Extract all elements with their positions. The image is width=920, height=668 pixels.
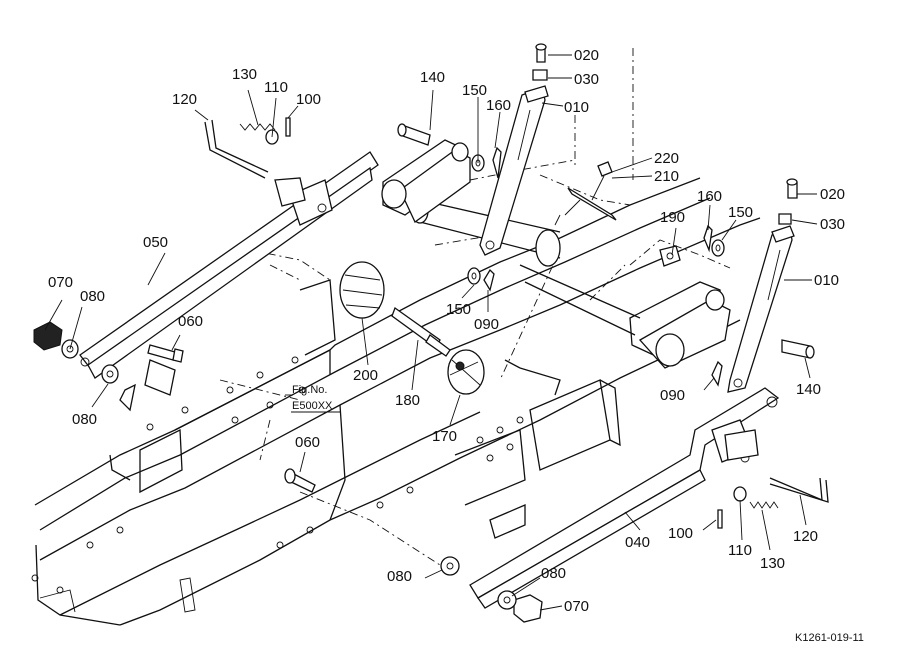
center-assembly: [339, 261, 485, 395]
left-lift-link: [79, 151, 379, 379]
lift-arm-left: [479, 85, 549, 256]
label-020-top: 020: [574, 47, 599, 64]
label-120-left: 120: [172, 91, 197, 108]
label-220: 220: [654, 150, 679, 167]
label-100-right: 100: [668, 525, 693, 542]
hardware: [33, 43, 829, 623]
label-020-right: 020: [820, 186, 845, 203]
label-130-left: 130: [232, 66, 257, 83]
label-050: 050: [143, 234, 168, 251]
lift-arm-right: [727, 225, 795, 393]
label-090-middle: 090: [474, 316, 499, 333]
label-010-right: 010: [814, 272, 839, 289]
label-040: 040: [625, 534, 650, 551]
label-080-left-lower: 080: [72, 411, 97, 428]
label-080-bottom-left: 080: [387, 568, 412, 585]
label-160-right: 160: [697, 188, 722, 205]
label-150-right: 150: [728, 204, 753, 221]
label-090-right: 090: [660, 387, 685, 404]
label-100-left: 100: [296, 91, 321, 108]
label-110-left: 110: [264, 79, 288, 96]
label-150-top: 150: [462, 82, 487, 99]
drawing-code: K1261-019-11: [795, 632, 864, 644]
label-140-right: 140: [796, 381, 821, 398]
label-190: 190: [660, 209, 685, 226]
label-120-right: 120: [793, 528, 818, 545]
leader-lines: [44, 54, 818, 611]
main-frame: [31, 177, 761, 626]
label-010-left: 010: [564, 99, 589, 116]
label-030-right: 030: [820, 216, 845, 233]
label-200: 200: [353, 367, 378, 384]
label-150-middle: 150: [446, 301, 471, 318]
label-140-top: 140: [420, 69, 445, 86]
reference-lines: [219, 48, 731, 566]
label-160-top: 160: [486, 97, 511, 114]
right-lift-link: [469, 387, 780, 609]
label-060-bottom: 060: [295, 434, 320, 451]
figure-ref-line1: Fig.No.: [292, 384, 327, 396]
cross-shaft-assembly: [381, 139, 731, 369]
label-170: 170: [432, 428, 457, 445]
label-110-right: 110: [728, 542, 752, 559]
label-080-left: 080: [80, 288, 105, 305]
label-080-bottom-right: 080: [541, 565, 566, 582]
figure-reference: Fig.No. E500XX: [291, 384, 340, 413]
label-210: 210: [654, 168, 679, 185]
figure-ref-line2: E500XX: [292, 400, 333, 412]
label-180: 180: [395, 392, 420, 409]
label-070-bottom: 070: [564, 598, 589, 615]
label-060-top: 060: [178, 313, 203, 330]
label-070-left: 070: [48, 274, 73, 291]
part-labels: 020 030 010 220 210 140 150 160 130 110 …: [48, 47, 845, 615]
label-030-top: 030: [574, 71, 599, 88]
label-130-right: 130: [760, 555, 785, 572]
